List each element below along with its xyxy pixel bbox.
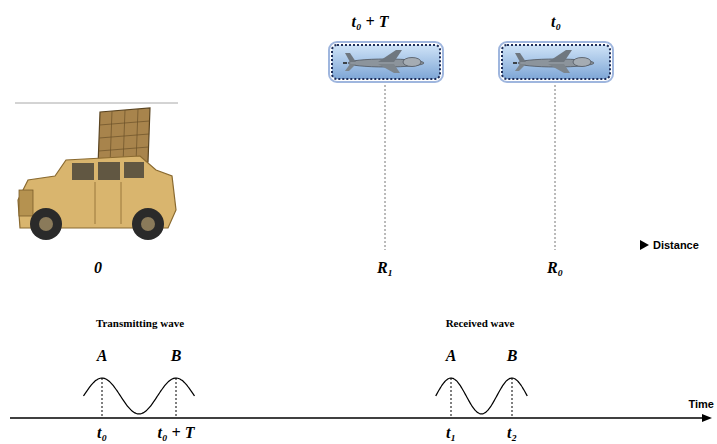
time-label: t₂: [507, 424, 517, 442]
range-label: R₀: [547, 259, 563, 277]
radar-vehicle: [19, 190, 33, 216]
radar-vehicle: [18, 108, 176, 240]
radar-vehicle: [136, 109, 138, 163]
radar-vehicle: [30, 208, 62, 240]
horizon-line: [15, 103, 178, 104]
wave-title: Transmitting wave: [96, 317, 184, 329]
time-label: t₀: [551, 13, 561, 31]
time-label: t₀ + T: [352, 13, 389, 31]
range-label: R₁: [377, 259, 393, 277]
peak-label: B: [507, 347, 518, 365]
waves: [84, 378, 528, 418]
radar-vehicle: [124, 162, 144, 178]
axis-label: Distance: [653, 239, 699, 251]
time-label: t₁: [446, 424, 456, 442]
peak-guide: [176, 378, 177, 418]
radar-vehicle: [98, 162, 120, 180]
radar-vehicle: [132, 208, 164, 240]
peak-guide: [451, 378, 452, 418]
wave-title: Received wave: [446, 317, 515, 329]
peak-label: A: [446, 347, 457, 365]
radar-vehicle: [39, 217, 53, 231]
origin-label: 0: [94, 259, 102, 277]
time-arrowhead: [702, 414, 712, 422]
sine-wave: [84, 378, 195, 414]
peak-guide: [512, 378, 513, 418]
radar-vehicle: [72, 163, 94, 180]
peak-label: A: [97, 347, 108, 365]
drone-image: [499, 42, 613, 82]
distance-arrow: [640, 240, 649, 250]
radar-vehicle: [141, 217, 155, 231]
radar-vehicle: [121, 182, 122, 224]
peak-label: B: [171, 347, 182, 365]
range-guide: [385, 85, 386, 250]
radar-vehicle: [110, 111, 112, 165]
drone-image: [329, 42, 443, 82]
radar-vehicle: [95, 182, 96, 224]
time-axis: [10, 417, 702, 418]
time-label: t₀: [97, 424, 107, 442]
peak-guide: [102, 378, 103, 418]
sine-wave: [436, 378, 528, 414]
axis-label: Time: [689, 398, 714, 410]
range-guide: [555, 85, 556, 250]
time-label: t₀ + T: [158, 424, 195, 442]
radar-vehicle: [123, 110, 125, 164]
